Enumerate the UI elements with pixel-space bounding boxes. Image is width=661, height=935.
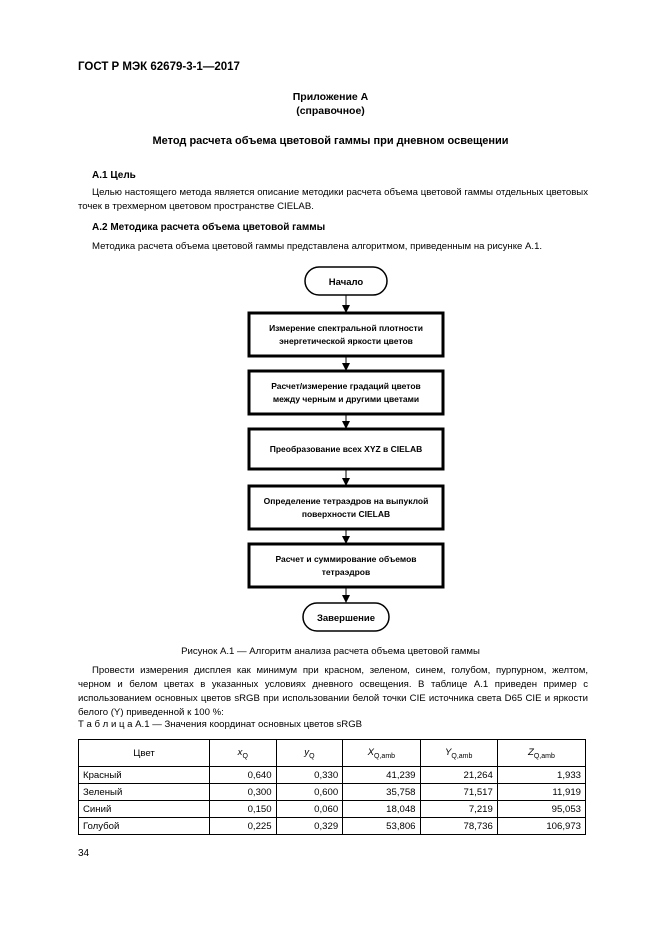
cell-color-name: Красный [78,766,210,784]
page-number: 34 [78,848,90,859]
cell-value: 1,933 [496,766,587,784]
paragraph-measurement: Провести измерения дисплея как минимум п… [78,665,588,718]
svg-text:Расчет/измерение градаций цвет: Расчет/измерение градаций цветов [271,381,421,391]
cell-value: 0,225 [209,817,277,835]
header-color: Цвет [78,739,210,767]
header-yq: yQ [275,739,344,767]
svg-text:энергетической яркости цветов: энергетической яркости цветов [279,336,413,346]
flowchart-step-3: Преобразование всех XYZ в CIELAB [247,427,445,471]
cell-value: 95,053 [496,800,587,818]
cell-value: 18,048 [342,800,421,818]
table-row: Красный 0,640 0,330 41,239 21,264 1,933 [78,766,587,784]
svg-text:поверхности CIELAB: поверхности CIELAB [302,509,390,519]
cell-value: 21,264 [419,766,498,784]
header-xq-amb: XQ,amb [342,739,421,767]
cell-value: 0,640 [209,766,277,784]
coordinates-table: Цвет xQ yQ XQ,amb YQ,amb ZQ,amb Красный … [78,739,587,835]
svg-text:Начало: Начало [329,277,364,288]
flowchart-step-2: Расчет/измерение градаций цветов между ч… [247,369,445,416]
appendix-title: Метод расчета объема цветовой гаммы при … [152,135,509,147]
svg-text:Измерение спектральной плотнос: Измерение спектральной плотности [269,323,423,333]
svg-text:Определение тетраэдров на выпу: Определение тетраэдров на выпуклой [264,496,429,506]
cell-value: 7,219 [419,800,498,818]
svg-text:между черным и другими цветами: между черным и другими цветами [273,394,419,404]
cell-value: 35,758 [342,783,421,801]
document-id-header: ГОСТ Р МЭК 62679-3-1—2017 [78,61,240,73]
flowchart-step-1: Измерение спектральной плотности энергет… [247,311,445,358]
appendix-note: (справочное) [296,105,365,117]
table-row: Зеленый 0,300 0,600 35,758 71,517 11,919 [78,783,587,801]
svg-text:Преобразование всех XYZ в CIEL: Преобразование всех XYZ в CIELAB [270,444,423,454]
svg-text:Расчет и суммирование объемов: Расчет и суммирование объемов [275,554,416,564]
appendix-label: Приложение A [292,91,369,103]
flowchart: Начало Измерение спектральной плотности … [247,266,445,632]
section-a1-heading: A.1 Цель [92,170,136,181]
cell-value: 11,919 [496,783,587,801]
cell-color-name: Голубой [78,817,210,835]
header-yq-amb: YQ,amb [419,739,498,767]
cell-value: 78,736 [419,817,498,835]
svg-text:тетраэдров: тетраэдров [322,567,370,577]
cell-value: 0,329 [275,817,344,835]
flowchart-step-4: Определение тетраэдров на выпуклой повер… [247,484,445,531]
cell-value: 0,330 [275,766,344,784]
section-a1-text: Целью настоящего метода является описани… [78,187,588,212]
figure-caption: Рисунок A.1 — Алгоритм анализа расчета о… [181,646,480,657]
table-row: Синий 0,150 0,060 18,048 7,219 95,053 [78,800,587,818]
appendix-heading: Приложение A (справочное) [0,90,661,118]
flowchart-start: Начало [304,266,388,296]
section-a2-heading: A.2 Методика расчета объема цветовой гам… [92,222,326,233]
table-header-row: Цвет xQ yQ XQ,amb YQ,amb ZQ,amb [78,739,587,767]
section-a2-text: Методика расчета объема цветовой гаммы п… [92,241,543,252]
flowchart-end: Завершение [302,602,390,632]
cell-value: 0,300 [209,783,277,801]
cell-value: 71,517 [419,783,498,801]
svg-text:Завершение: Завершение [317,613,375,624]
cell-value: 41,239 [342,766,421,784]
flowchart-step-5: Расчет и суммирование объемов тетраэдров [247,542,445,589]
table-caption: Т а б л и ц а A.1 — Значения координат о… [78,719,363,730]
cell-value: 0,600 [275,783,344,801]
header-zq-amb: ZQ,amb [496,739,587,767]
cell-value: 53,806 [342,817,421,835]
table-row: Голубой 0,225 0,329 53,806 78,736 106,97… [78,817,587,835]
header-xq: xQ [209,739,277,767]
cell-color-name: Синий [78,800,210,818]
cell-value: 106,973 [496,817,587,835]
cell-value: 0,150 [209,800,277,818]
cell-color-name: Зеленый [78,783,210,801]
cell-value: 0,060 [275,800,344,818]
